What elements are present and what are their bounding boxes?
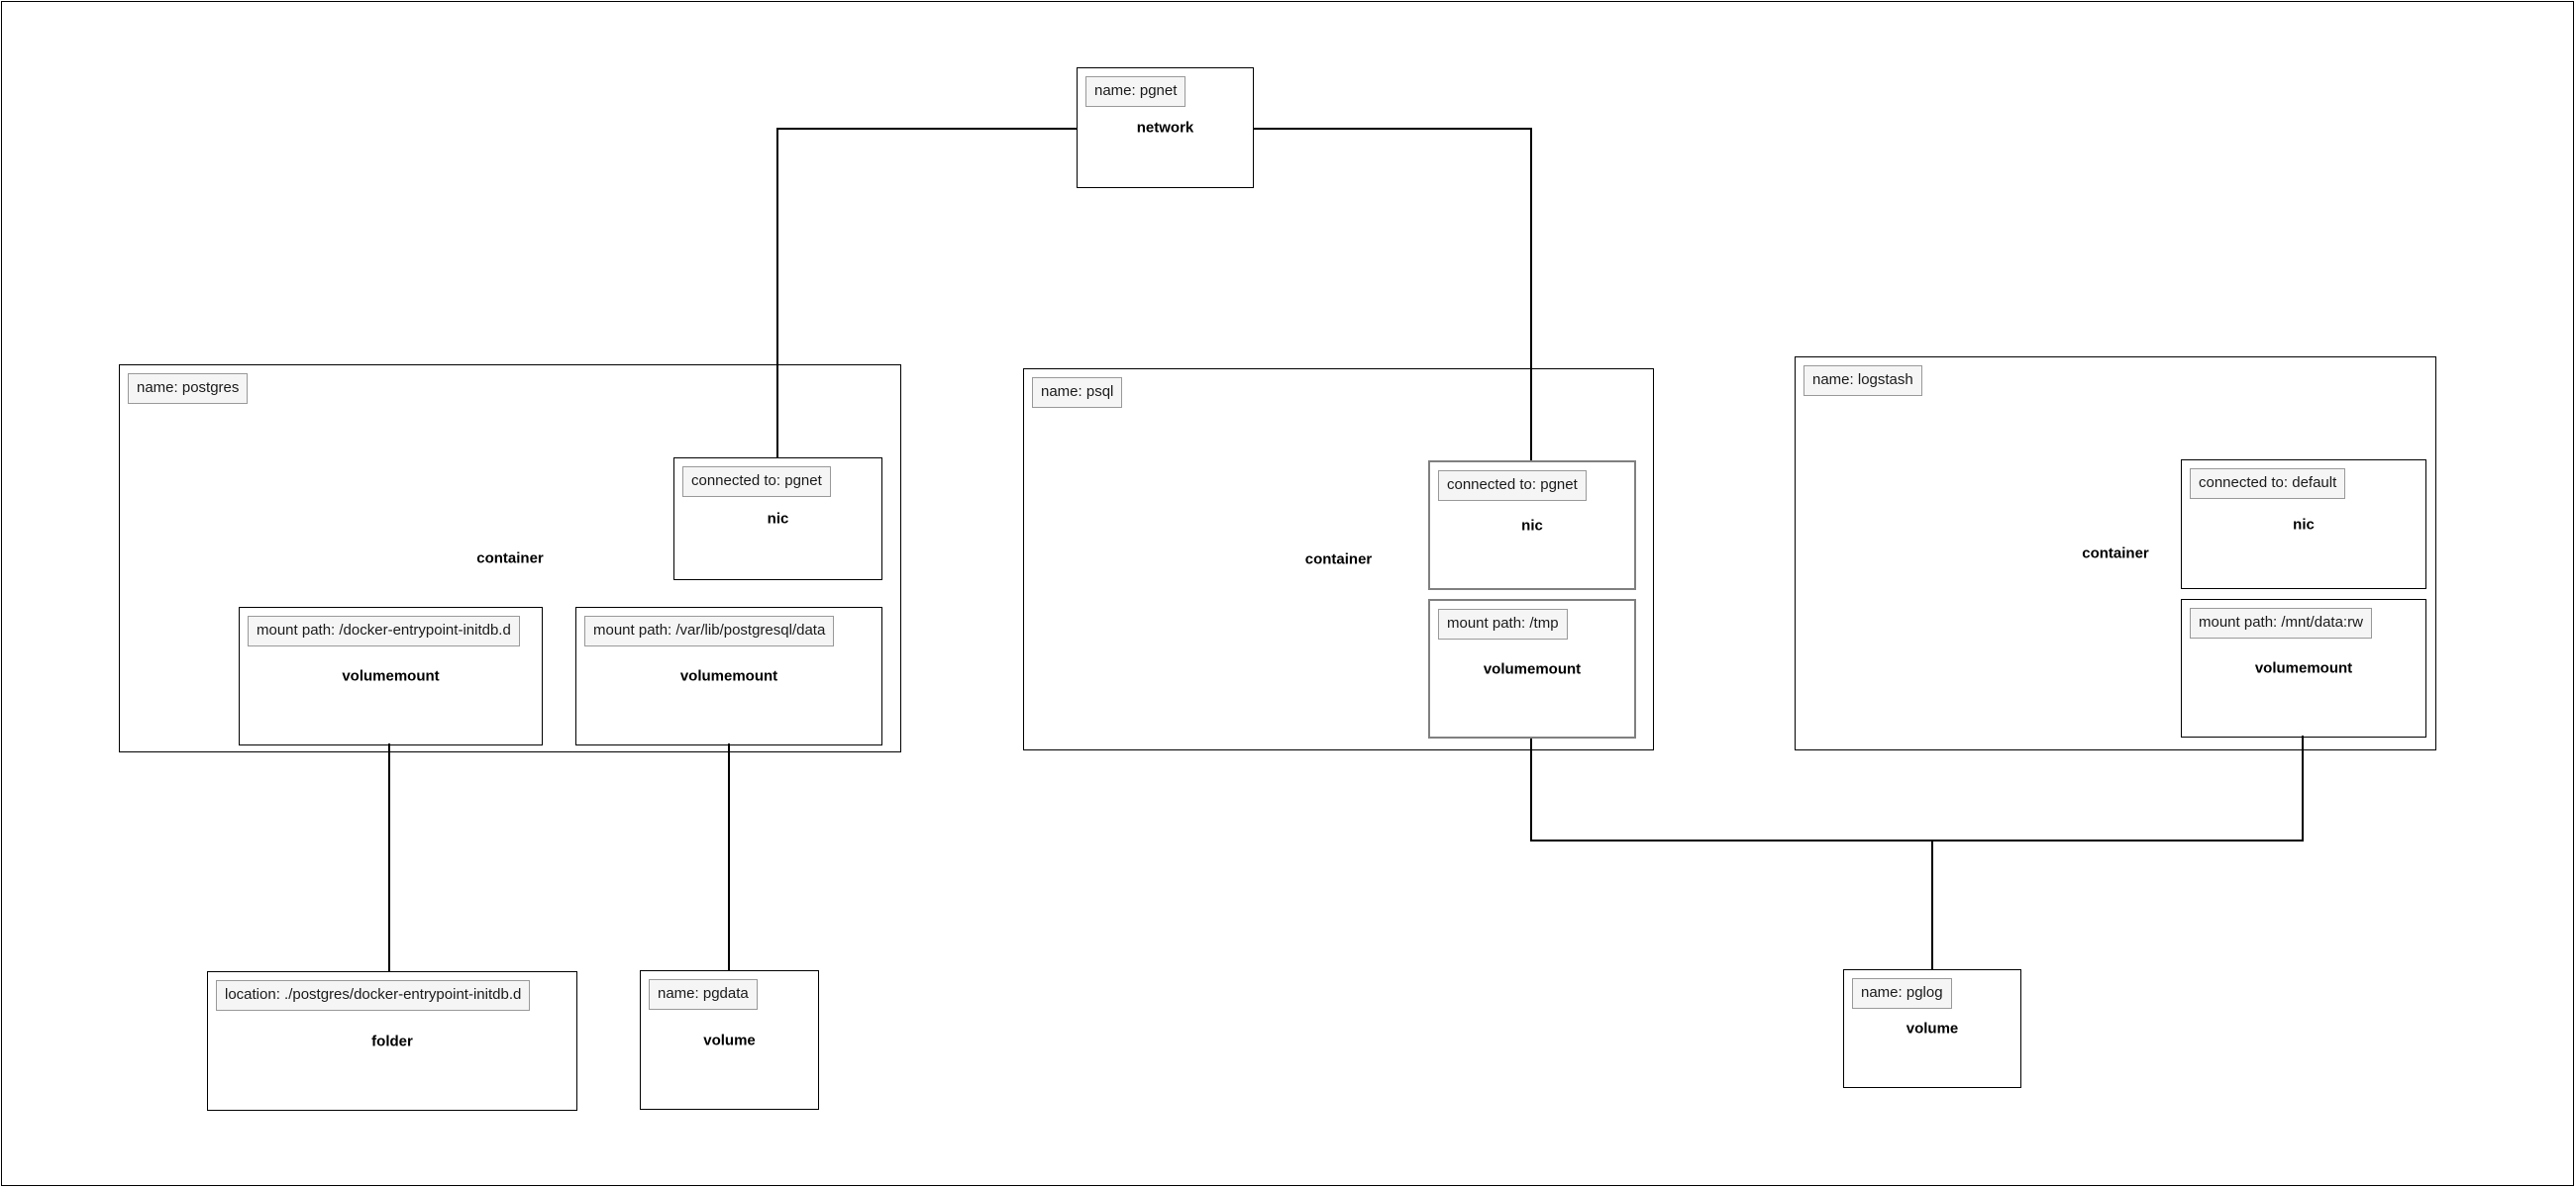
volumemount-postgres-data-path-chip: mount path: /var/lib/postgresql/data — [584, 616, 835, 646]
edge-network-psql-horizontal[interactable] — [1254, 128, 1531, 130]
nic-psql-type-label: nic — [1521, 517, 1543, 534]
volumemount-logstash-data[interactable]: mount path: /mnt/data:rw volumemount — [2181, 599, 2426, 738]
volume-pglog-name-chip: name: pglog — [1852, 978, 1952, 1009]
edge-volumemount-pgdata[interactable] — [728, 743, 730, 971]
volumemount-postgres-data-type-label: volumemount — [679, 667, 778, 685]
nic-psql[interactable]: connected to: pgnet nic — [1428, 460, 1636, 590]
folder-initdb[interactable]: location: ./postgres/docker-entrypoint-i… — [207, 971, 577, 1111]
volume-pglog[interactable]: name: pglog volume — [1843, 969, 2021, 1088]
nic-postgres-connected-chip: connected to: pgnet — [682, 466, 831, 497]
edge-volumemounts-pglog-horizontal[interactable] — [1530, 840, 2304, 842]
container-logstash[interactable]: name: logstash container connected to: d… — [1795, 356, 2436, 750]
container-postgres-type-label: container — [476, 549, 544, 567]
volume-pgdata[interactable]: name: pgdata volume — [640, 970, 819, 1110]
container-postgres[interactable]: name: postgres container connected to: p… — [119, 364, 901, 752]
volumemount-psql-tmp-type-label: volumemount — [1483, 660, 1582, 677]
edge-logstash-volumemount-down[interactable] — [2302, 736, 2304, 842]
container-logstash-name-chip: name: logstash — [1803, 365, 1922, 396]
container-psql-type-label: container — [1304, 550, 1373, 568]
edge-psql-volumemount-down[interactable] — [1530, 737, 1532, 842]
nic-logstash-type-label: nic — [2293, 516, 2315, 533]
edge-network-psql-vertical[interactable] — [1530, 128, 1532, 460]
network-node-pgnet[interactable]: name: pgnet network — [1077, 67, 1254, 188]
edge-pglog-vertical[interactable] — [1931, 840, 1933, 970]
folder-type-label: folder — [371, 1033, 413, 1049]
nic-logstash-connected-chip: connected to: default — [2190, 468, 2346, 499]
volumemount-psql-tmp-path-chip: mount path: /tmp — [1438, 609, 1568, 640]
volume-pgdata-type-label: volume — [703, 1032, 756, 1048]
edge-network-postgres-horizontal[interactable] — [777, 128, 1077, 130]
network-name-chip: name: pgnet — [1085, 76, 1186, 107]
volumemount-postgres-data[interactable]: mount path: /var/lib/postgresql/data vol… — [575, 607, 882, 745]
volumemount-logstash-data-type-label: volumemount — [2254, 659, 2353, 677]
container-postgres-name-chip: name: postgres — [128, 373, 249, 404]
container-logstash-type-label: container — [2082, 545, 2149, 562]
volumemount-logstash-data-path-chip: mount path: /mnt/data:rw — [2190, 608, 2372, 639]
nic-psql-connected-chip: connected to: pgnet — [1438, 470, 1587, 501]
edge-volumemount-folder[interactable] — [388, 743, 390, 972]
volumemount-postgres-initdb[interactable]: mount path: /docker-entrypoint-initdb.d … — [239, 607, 543, 745]
volume-pgdata-name-chip: name: pgdata — [649, 979, 758, 1010]
volumemount-postgres-initdb-path-chip: mount path: /docker-entrypoint-initdb.d — [248, 616, 520, 646]
container-psql[interactable]: name: psql container connected to: pgnet… — [1023, 368, 1654, 750]
volumemount-psql-tmp[interactable]: mount path: /tmp volumemount — [1428, 599, 1636, 739]
folder-location-chip: location: ./postgres/docker-entrypoint-i… — [216, 980, 531, 1011]
nic-logstash[interactable]: connected to: default nic — [2181, 459, 2426, 589]
nic-postgres[interactable]: connected to: pgnet nic — [673, 457, 882, 580]
volumemount-postgres-initdb-type-label: volumemount — [342, 667, 440, 685]
edge-network-postgres-vertical[interactable] — [776, 128, 778, 457]
volume-pglog-type-label: volume — [1906, 1020, 1959, 1038]
network-type-label: network — [1136, 119, 1194, 137]
nic-postgres-type-label: nic — [767, 510, 789, 528]
container-psql-name-chip: name: psql — [1032, 377, 1123, 408]
